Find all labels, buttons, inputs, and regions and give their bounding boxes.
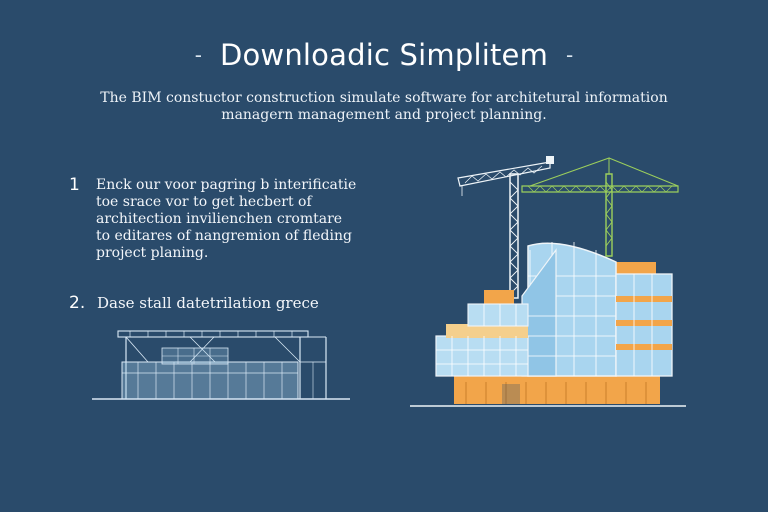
step-1-line: project planing.: [96, 245, 209, 261]
page-title: Downloadic Simplitem: [219, 38, 549, 72]
step-1-number: 1: [69, 175, 80, 195]
modern-building-icon: [410, 242, 686, 407]
title-dash-left: -: [194, 43, 202, 67]
title-dash-right: -: [566, 43, 574, 67]
step-1-line: to editares of nangremion of fleding: [96, 228, 352, 244]
step-1-line: toe srace vor to get hecbert of: [96, 194, 312, 210]
step-2-line: Dase stall datetrilation grece: [97, 294, 319, 312]
construction-crane-icon: [521, 157, 679, 257]
wireframe-building-icon: [92, 330, 350, 400]
step-1-line: architection invilienchen cromtare: [96, 211, 343, 227]
construction-crane-icon: [457, 156, 554, 299]
description-line: The BIM constuctor construction simulate…: [100, 90, 668, 106]
page-description: The BIM constuctor construction simulate…: [84, 90, 684, 124]
header: - Downloadic Simplitem -: [0, 38, 768, 72]
step-1-text: Enck our voor pagring b interificatie to…: [96, 177, 356, 262]
description-line: managern management and project planning…: [221, 107, 547, 123]
step-2-number: 2.: [69, 293, 86, 313]
construction-site-illustration: [410, 156, 686, 407]
step-2-text: Dase stall datetrilation grece: [97, 295, 319, 312]
step-1-line: Enck our voor pagring b interificatie: [96, 177, 357, 193]
